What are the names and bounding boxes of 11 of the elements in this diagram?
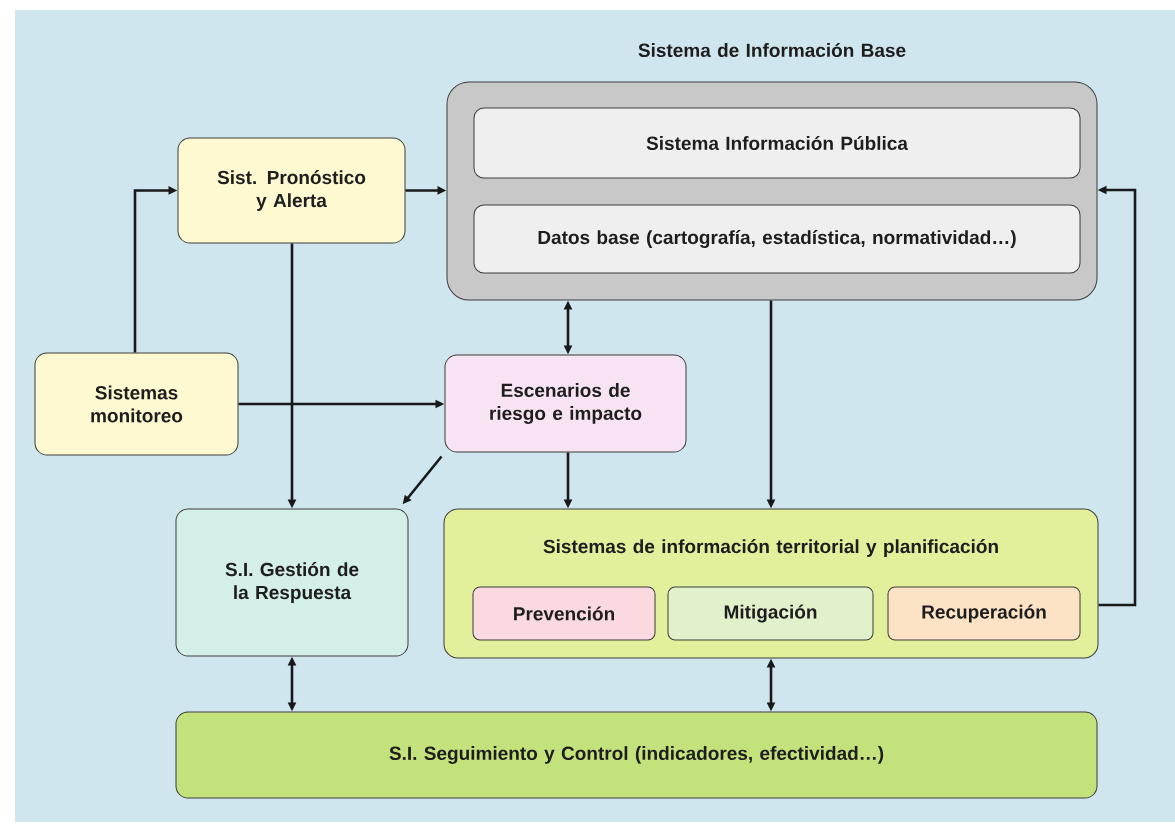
process-box: S.I. Gestión de la Respuesta [175, 508, 409, 657]
process-box: Mitigación [667, 586, 874, 641]
process-box: Escenarios de riesgo e impacto [444, 354, 687, 453]
process-box: Datos base (cartografía, estadística, normatividad…) [473, 204, 1081, 274]
process-box: S.I. Seguimiento y Control (indicadores, efectividad…) [175, 711, 1098, 799]
process-box: Sistema Información Pública [473, 107, 1081, 179]
process-box: Sistemas monitoreo [34, 352, 239, 456]
process-box: Prevención [472, 586, 656, 641]
process-box: Sist. Pronóstico y Alerta [177, 137, 406, 244]
node-label: Sistema de Información Base [638, 42, 906, 58]
process-box: Recuperación [887, 586, 1081, 641]
